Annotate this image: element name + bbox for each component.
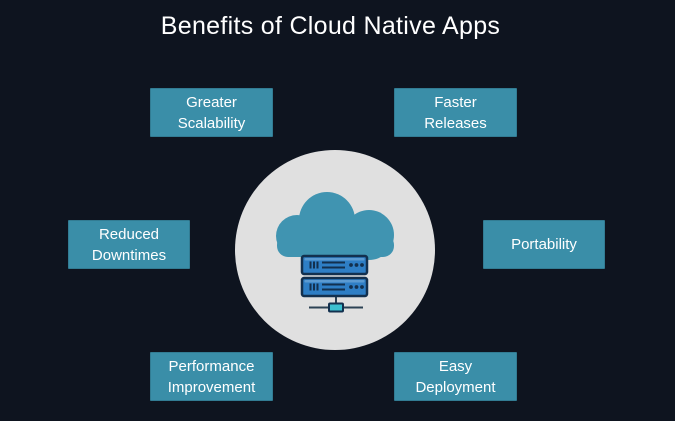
benefit-box-easy-deployment: Easy Deployment [394, 352, 517, 401]
cloud-shape [276, 192, 394, 260]
benefit-label: Reduced Downtimes [91, 225, 167, 264]
benefit-label: Performance Improvement [167, 357, 256, 396]
benefit-box-portability: Portability [483, 220, 605, 269]
benefit-label: Faster Releases [424, 93, 487, 132]
benefit-label: Portability [511, 236, 577, 253]
center-illustration [235, 150, 435, 350]
benefit-box-reduced-downtimes: Reduced Downtimes [68, 220, 190, 269]
network-node [328, 302, 344, 313]
benefit-box-faster-releases: Faster Releases [394, 88, 517, 137]
page-title: Benefits of Cloud Native Apps [160, 12, 501, 40]
benefit-box-greater-scalability: Greater Scalability [150, 88, 273, 137]
server-rack [300, 254, 369, 298]
cloud-server-icon [235, 150, 435, 350]
benefit-box-performance-improvement: Performance Improvement [150, 352, 273, 401]
benefit-label: Greater Scalability [177, 93, 246, 132]
benefit-label: Easy Deployment [415, 357, 496, 396]
